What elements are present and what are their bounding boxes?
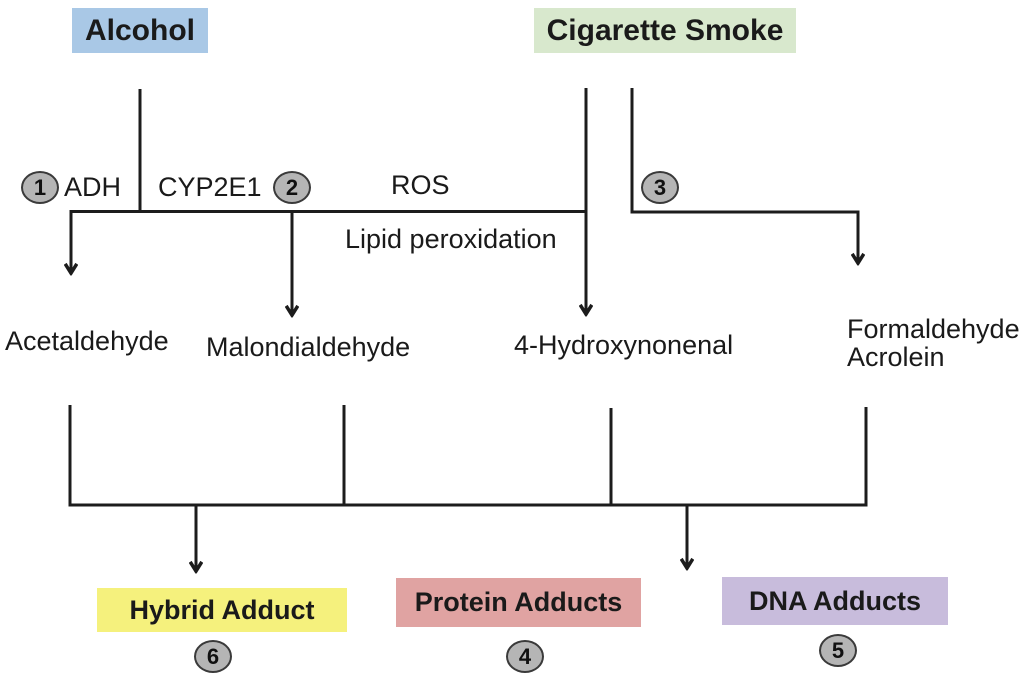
hydroxynonenal-product-label: 4-Hydroxynonenal — [514, 330, 734, 360]
step-marker-1: 1 — [21, 171, 59, 204]
malondialdehyde-product-label: Malondialdehyde — [206, 332, 411, 362]
adh-enzyme-label: ADH — [64, 172, 122, 202]
step-marker-4: 4 — [506, 640, 544, 673]
protein-adducts-box: Protein Adducts — [396, 578, 641, 627]
step-marker-5: 5 — [819, 634, 857, 667]
cyp2e1-enzyme-label: CYP2E1 — [158, 172, 262, 202]
acrolein-line: Acrolein — [847, 342, 945, 372]
acetaldehyde-product-label: Acetaldehyde — [5, 326, 169, 356]
cigarette-smoke-source-box: Cigarette Smoke — [534, 8, 796, 53]
ros-label: ROS — [391, 170, 450, 200]
formaldehyde-acrolein-product-label: Formaldehyde Acrolein — [847, 315, 1020, 371]
step-marker-2: 2 — [273, 171, 311, 204]
lipid-peroxidation-label: Lipid peroxidation — [345, 224, 557, 254]
cigarette-to-formaldehyde-arrow — [630, 88, 858, 262]
formaldehyde-line: Formaldehyde — [847, 314, 1020, 344]
dna-adducts-box: DNA Adducts — [722, 577, 948, 625]
hybrid-adduct-box: Hybrid Adduct — [97, 588, 347, 632]
step-marker-3: 3 — [641, 171, 679, 204]
alcohol-source-box: Alcohol — [72, 8, 208, 53]
step-marker-6: 6 — [194, 640, 232, 673]
bracket-outline — [68, 405, 868, 507]
